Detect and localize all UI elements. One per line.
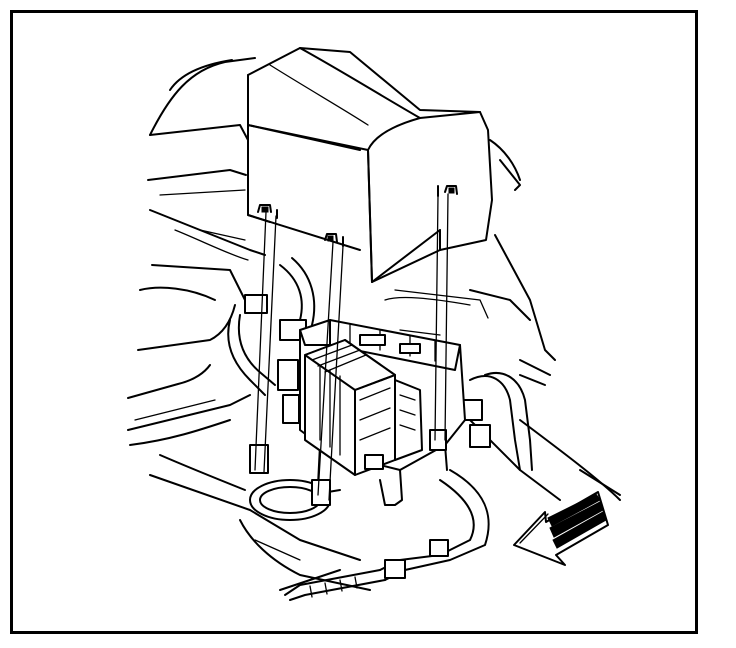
front-direction-arrow-icon [513,491,609,566]
cover-fastener-tab [437,185,458,197]
alignment-line [263,215,277,473]
alignment-line [434,195,439,441]
vehicle-floor-panels [127,57,621,591]
module-cover [247,47,493,501]
control-module [304,339,423,476]
cover-fastener-tab [324,233,344,247]
wiring-harness [227,257,551,601]
alignment-line [444,193,449,441]
cover-fastener-tab [257,204,278,219]
alignment-line [317,241,334,496]
alignment-line [254,211,267,471]
alignment-line [328,245,344,501]
